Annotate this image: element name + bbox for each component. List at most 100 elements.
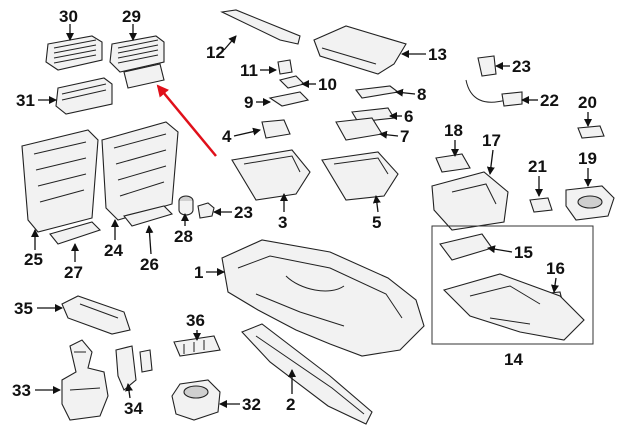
callout-6-label: 6	[404, 107, 413, 126]
highlight-arrow	[156, 84, 217, 157]
callout-12: 12	[206, 35, 237, 62]
callout-3-label: 3	[278, 213, 287, 232]
part-34-selector-trim	[115, 345, 153, 391]
callout-22: 22	[521, 91, 559, 110]
part-21-button	[529, 197, 553, 213]
part-27-pad	[49, 221, 102, 245]
part-29-air-vent-right	[109, 35, 165, 89]
callout-10-label: 10	[318, 75, 337, 94]
callout-14: 14	[504, 350, 523, 369]
callout-7: 7	[379, 127, 409, 146]
part-35-bezel	[61, 295, 131, 335]
callout-20-label: 20	[578, 93, 597, 112]
part-13-armrest-lid	[313, 25, 407, 75]
callout-23-usb: 23	[495, 57, 531, 76]
part-22-cable	[465, 79, 523, 107]
part-7-tray	[335, 117, 383, 141]
part-14-console-trim	[442, 273, 585, 341]
callout-13: 13	[401, 45, 447, 64]
callout-4-label: 4	[222, 127, 232, 146]
callout-6: 6	[389, 107, 413, 126]
part-23-usb-plug	[477, 55, 497, 77]
part-5-storage-bin	[321, 151, 399, 201]
callout-32: 32	[219, 395, 261, 414]
callout-11: 11	[240, 61, 277, 80]
callout-1-label: 1	[194, 263, 203, 282]
part-1-center-console	[221, 239, 425, 357]
callout-18: 18	[444, 121, 463, 157]
callout-12-label: 12	[206, 43, 225, 62]
part-28-knob	[178, 195, 194, 216]
callout-30-label: 30	[59, 7, 78, 26]
part-32-controller-knob	[171, 379, 221, 421]
callout-16: 16	[546, 259, 565, 293]
callout-19-label: 19	[578, 149, 597, 168]
callout-15-label: 15	[514, 243, 533, 262]
callout-36-label: 36	[186, 311, 205, 330]
callout-17: 17	[482, 131, 501, 175]
callout-34-label: 34	[124, 399, 143, 418]
callout-33-label: 33	[12, 381, 31, 400]
callout-10: 10	[301, 75, 337, 94]
callout-30: 30	[59, 7, 78, 41]
part-31-vent-housing	[55, 77, 113, 115]
part-12-trim-strip	[220, 9, 301, 45]
callout-16-label: 16	[546, 259, 565, 278]
inset-box-part-14	[431, 225, 594, 345]
callout-4: 4	[222, 127, 261, 146]
callout-1: 1	[194, 263, 225, 282]
callout-21: 21	[528, 157, 547, 197]
part-2-side-panel	[241, 323, 373, 425]
callout-35: 35	[14, 299, 63, 318]
part-33-gear-selector	[61, 339, 109, 421]
callout-26-label: 26	[140, 255, 159, 274]
callout-29-label: 29	[122, 7, 141, 26]
part-15-lid	[439, 233, 493, 261]
callout-32-label: 32	[242, 395, 261, 414]
callout-24: 24	[104, 219, 123, 260]
callout-29: 29	[122, 7, 141, 41]
callout-35-label: 35	[14, 299, 33, 318]
part-20-cover	[577, 125, 605, 139]
part-23-knob	[197, 202, 215, 219]
callout-27-label: 27	[64, 263, 83, 282]
part-25-side-trim-left	[21, 129, 99, 233]
callout-9-label: 9	[244, 93, 253, 112]
part-17-shifter-trim	[431, 171, 509, 231]
callout-8-label: 8	[417, 85, 426, 104]
part-11-clip	[277, 59, 293, 75]
callout-13-label: 13	[428, 45, 447, 64]
callout-34: 34	[124, 383, 143, 418]
part-9-bracket	[268, 91, 310, 107]
callout-31: 31	[16, 91, 57, 110]
callout-25-label: 25	[24, 250, 43, 269]
part-3-storage-bin	[231, 149, 311, 201]
callout-33: 33	[12, 381, 61, 400]
part-19-cup-holder	[565, 185, 615, 221]
callout-15: 15	[487, 243, 533, 262]
callout-18-label: 18	[444, 121, 463, 140]
callout-28-label: 28	[174, 227, 193, 246]
callout-2: 2	[286, 369, 296, 414]
callout-21-label: 21	[528, 157, 547, 176]
part-4-tray	[261, 119, 291, 139]
callout-23-knob: 23	[213, 203, 253, 222]
callout-14-label: 14	[504, 350, 523, 369]
callout-17-label: 17	[482, 131, 501, 150]
callout-28: 28	[174, 213, 193, 246]
part-10-bracket	[278, 75, 306, 89]
callout-27: 27	[64, 243, 83, 282]
callout-5-label: 5	[372, 213, 381, 232]
part-8-hinge	[354, 85, 400, 99]
callout-36: 36	[186, 311, 205, 341]
callout-19: 19	[578, 149, 597, 187]
callout-2-label: 2	[286, 395, 295, 414]
part-26-pad	[123, 205, 174, 227]
part-18-switch-panel	[435, 153, 471, 173]
callout-25: 25	[24, 229, 43, 269]
callout-11-label: 11	[240, 61, 258, 80]
callout-24-label: 24	[104, 241, 123, 260]
part-30-air-vent-left	[45, 35, 103, 71]
callout-8: 8	[395, 85, 426, 104]
